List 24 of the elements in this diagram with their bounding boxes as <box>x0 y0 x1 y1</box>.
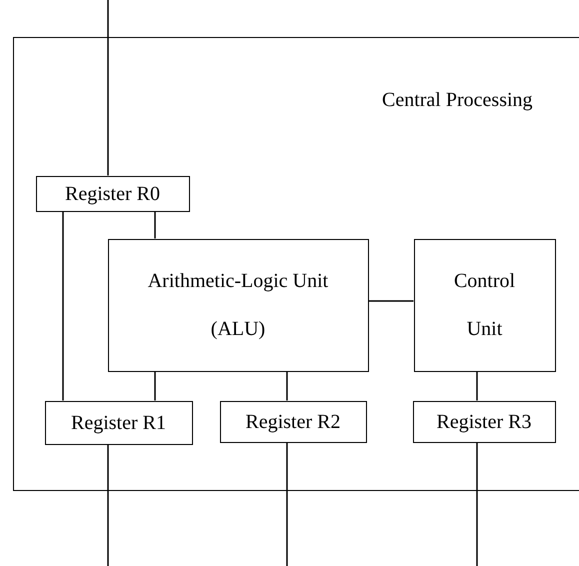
connector-line <box>286 442 288 566</box>
section-title: Central Processing <box>382 88 533 112</box>
cpu-boundary <box>13 37 579 491</box>
connector-line <box>107 444 109 566</box>
component-label: Arithmetic-Logic Unit (ALU) <box>146 269 330 342</box>
connector-line <box>154 372 156 400</box>
connector-line <box>154 212 156 238</box>
component-box <box>108 238 368 372</box>
component-box <box>44 400 192 444</box>
component-box <box>414 238 556 372</box>
connector-line <box>286 372 288 400</box>
connector-line <box>476 372 478 400</box>
component-label: Control Unit <box>452 269 516 342</box>
component-box <box>412 400 556 442</box>
component-label: Register R1 <box>71 410 166 434</box>
connector-line <box>107 0 109 176</box>
connector-line <box>476 442 478 566</box>
connector-line <box>368 300 414 302</box>
component-label: Register R3 <box>436 410 532 434</box>
component-label: Register R2 <box>246 410 340 434</box>
component-label: Register R0 <box>65 182 160 206</box>
connector-line <box>62 212 64 400</box>
component-box <box>36 176 190 212</box>
component-box <box>220 400 366 442</box>
